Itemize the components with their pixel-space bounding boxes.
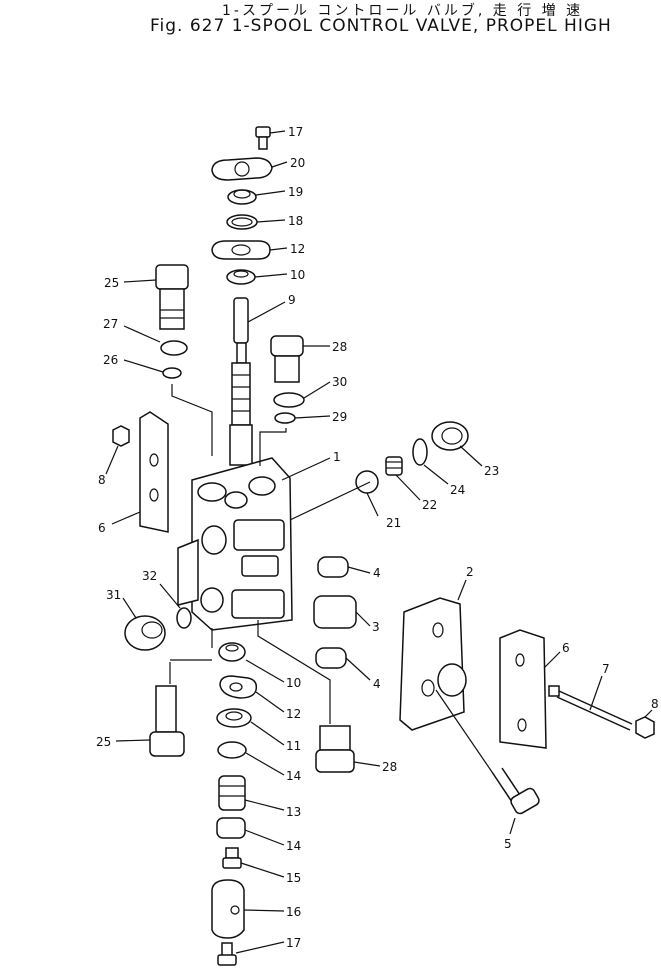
part-16-cap: [211, 879, 245, 939]
part-4-gasket-upper: [317, 556, 349, 578]
callout-label: 18: [288, 214, 303, 228]
part-10-seal-lower: [218, 642, 246, 662]
part-25-plug-lower: [149, 685, 185, 757]
callout-label: 19: [288, 185, 303, 199]
callout-label: 13: [286, 805, 301, 819]
part-7-long-bolt: [548, 685, 633, 731]
callout-label: 29: [332, 410, 347, 424]
part-14-seat-lower: [216, 817, 246, 839]
callout-label: 12: [290, 242, 305, 256]
callout-label: 17: [286, 936, 301, 950]
callout-label: 2: [466, 565, 474, 579]
callout-label: 8: [651, 697, 659, 711]
part-20-cover-flange: [211, 157, 273, 181]
callout-label: 28: [332, 340, 347, 354]
part-11-retainer: [216, 708, 252, 728]
part-15-bolt: [222, 847, 242, 869]
callout-label: 5: [504, 837, 512, 851]
callout-label: 6: [562, 641, 570, 655]
callout-label: 1: [333, 450, 341, 464]
part-25-plug-upper: [155, 264, 189, 330]
part-6-plate-right: [499, 629, 547, 749]
part-12-plate-top: [211, 240, 271, 260]
part-29-oring: [274, 412, 296, 424]
part-19-seal: [227, 189, 257, 205]
part-23-plug: [431, 421, 469, 451]
callout-label: 22: [422, 498, 437, 512]
part-26-oring: [162, 367, 182, 379]
part-13-spring: [218, 775, 246, 811]
connection-lines: [169, 384, 493, 773]
part-9-spool: [229, 297, 253, 466]
callout-label: 27: [103, 317, 118, 331]
callout-label: 11: [286, 739, 301, 753]
callout-label: 9: [288, 293, 296, 307]
callout-label: 23: [484, 464, 499, 478]
part-31-plug: [124, 615, 166, 651]
callouts: 17 20 19 18 12 10 9 25 27 26 28 30 29 1 …: [96, 125, 659, 954]
part-17-bolt-top: [255, 126, 271, 150]
part-27-oring: [160, 340, 188, 356]
part-30-oring: [273, 392, 305, 408]
callout-label: 15: [286, 871, 301, 885]
part-2-cover: [399, 597, 467, 731]
callout-label: 14: [286, 839, 301, 853]
callout-label: 25: [104, 276, 119, 290]
callout-label: 10: [290, 268, 305, 282]
part-32-oring: [176, 607, 192, 629]
callout-label: 14: [286, 769, 301, 783]
callout-label: 28: [382, 760, 397, 774]
figure-title: Fig. 627 1-SPOOL CONTROL VALVE, PROPEL H…: [150, 16, 612, 36]
part-24-oring: [412, 438, 428, 466]
part-21-ball: [355, 470, 379, 494]
callout-label: 30: [332, 375, 347, 389]
callout-label: 16: [286, 905, 301, 919]
part-1-valve-body: [177, 457, 293, 631]
callout-label: 31: [106, 588, 121, 602]
callout-label: 26: [103, 353, 118, 367]
callout-label: 32: [142, 569, 157, 583]
callout-label: 3: [372, 620, 380, 634]
callout-label: 10: [286, 676, 301, 690]
part-22-spring: [385, 456, 403, 476]
callout-label: 17: [288, 125, 303, 139]
callout-label: 25: [96, 735, 111, 749]
callout-label: 4: [373, 677, 381, 691]
part-17-bolt-bottom: [217, 942, 237, 966]
callout-label: 12: [286, 707, 301, 721]
part-14-seat-upper: [217, 741, 247, 759]
part-3-gasket: [313, 595, 357, 629]
part-12-plate-lower: [219, 675, 258, 699]
part-18-oring: [226, 214, 258, 230]
part-4-gasket-lower: [315, 647, 347, 669]
part-8-nut-right: [635, 716, 655, 739]
callout-label: 8: [98, 473, 106, 487]
part-5-bolt: [491, 767, 540, 815]
callout-label: 24: [450, 483, 465, 497]
part-28-plug-lower: [315, 725, 355, 773]
part-10-seal-top: [226, 269, 256, 285]
title-japanese: 1-スプール コントロール バルブ, 走 行 増 速: [222, 3, 584, 19]
part-8-nut-left: [112, 425, 130, 447]
part-6-plate-left: [139, 411, 169, 533]
callout-label: 4: [373, 566, 381, 580]
callout-label: 20: [290, 156, 305, 170]
callout-label: 21: [386, 516, 401, 530]
part-28-plug-upper: [270, 335, 304, 383]
callout-label: 6: [98, 521, 106, 535]
callout-label: 7: [602, 662, 610, 676]
